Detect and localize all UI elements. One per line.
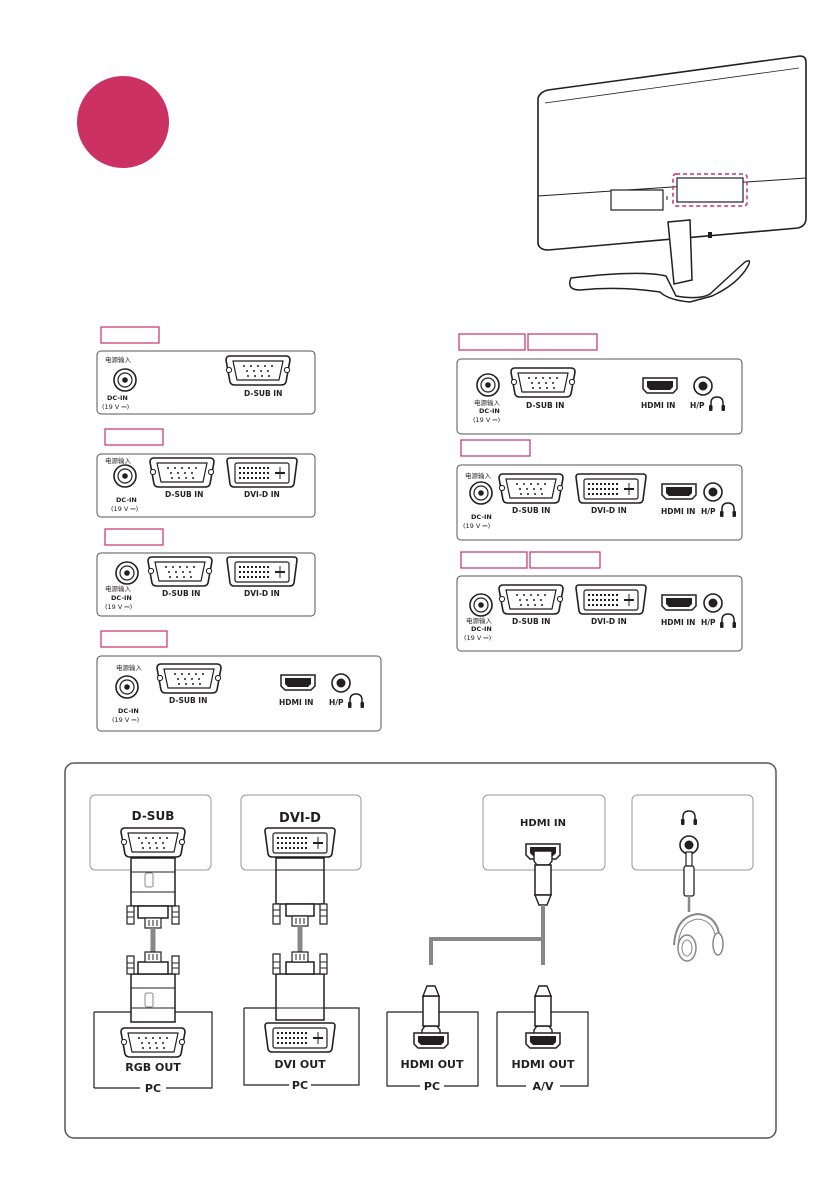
port-panel-p4: 电源输入 DC-IN (19 V ⎓) D-SUB IN HDMI IN H/P (96, 655, 382, 732)
power-label: 电源输入 (465, 471, 492, 480)
port-panel-p2: 电源输入 DC-IN (19 V ⎓) D-SUB IN DVI-D IN (96, 453, 316, 518)
dvi-cable (264, 857, 336, 1053)
dcin-label: DC-IN (111, 594, 132, 602)
hdmi-in-label: HDMI IN (641, 401, 675, 410)
hdmi-in-label: HDMI IN (279, 698, 313, 707)
rgb-out-label: RGB OUT (125, 1061, 181, 1074)
model-tag-p7b (529, 551, 601, 569)
power-label: 电源输入 (466, 616, 493, 625)
hp-label: H/P (329, 698, 344, 707)
power-label: 电源输入 (105, 456, 132, 465)
port-panel-p3: 电源输入 DC-IN (19 V ⎓) D-SUB IN DVI-D IN (96, 552, 316, 617)
model-tag-p7a (460, 551, 528, 569)
voltage-label: (19 V ⎓) (473, 416, 500, 424)
hdmi-in-label: HDMI IN (661, 507, 695, 516)
port-panel-p1: 电源输入 DC-IN (19 V ⎓) D-SUB IN (96, 350, 316, 415)
power-label: 电源输入 (116, 663, 143, 672)
voltage-label: (19 V ⎓) (112, 716, 139, 724)
dsub-cable (120, 857, 186, 1058)
pc-label: PC (145, 1082, 161, 1095)
hp-label: H/P (701, 618, 716, 627)
power-label: 电源输入 (105, 584, 132, 593)
hdmi-cable (413, 850, 561, 1049)
dvi-in-label: DVI-D IN (244, 490, 280, 499)
dsub-in-label: D-SUB IN (526, 401, 564, 410)
model-tag-p4 (100, 630, 168, 648)
av-label: A/V (532, 1080, 554, 1093)
model-tag-p6 (460, 439, 531, 457)
voltage-label: (19 V ⎓) (111, 505, 138, 513)
dcin-label: DC-IN (116, 496, 137, 504)
voltage-label: (19 V ⎓) (463, 522, 490, 530)
dsub-in-label: D-SUB IN (512, 617, 550, 626)
dcin-label: DC-IN (118, 707, 139, 715)
dsub-in-label: D-SUB IN (169, 696, 207, 705)
monitor-dvid-box: DVI-D (240, 794, 362, 871)
pc-label: PC (292, 1079, 308, 1092)
dvid-label: DVI-D (279, 811, 321, 826)
dvi-in-label: DVI-D IN (591, 617, 627, 626)
power-label: 电源输入 (474, 398, 501, 407)
hp-label: H/P (690, 401, 705, 410)
dvi-out-label: DVI OUT (274, 1058, 326, 1071)
port-panel-p5: 电源输入 DC-IN (19 V ⎓) D-SUB IN HDMI IN H/P (456, 358, 743, 435)
dcin-label: DC-IN (479, 407, 500, 415)
dcin-label: DC-IN (471, 513, 492, 521)
dsub-in-label: D-SUB IN (244, 389, 282, 398)
voltage-label: (19 V ⎓) (464, 634, 491, 642)
port-panel-p6: 电源输入 DC-IN (19 V ⎓) D-SUB IN DVI-D IN HD… (456, 464, 743, 541)
hdmi-in-label: HDMI IN (661, 618, 695, 627)
headset-icon (673, 912, 724, 962)
power-label: 电源输入 (105, 355, 132, 364)
model-tag-p3 (104, 528, 164, 546)
voltage-label: (19 V ⎓) (102, 403, 129, 411)
model-tag-p5b (527, 333, 598, 351)
hp-label: H/P (701, 507, 716, 516)
hdmi-in-label: HDMI IN (520, 818, 566, 829)
dsub-in-label: D-SUB IN (512, 506, 550, 515)
dsub-in-label: D-SUB IN (162, 589, 200, 598)
dvi-in-label: DVI-D IN (244, 589, 280, 598)
dvi-in-label: DVI-D IN (591, 506, 627, 515)
dcin-label: DC-IN (107, 394, 128, 402)
model-tag-p5a (458, 333, 526, 351)
monitor-dsub-box: D-SUB (89, 794, 212, 871)
dsub-label: D-SUB (132, 809, 175, 823)
port-panel-p7: 电源输入 DC-IN (19 V ⎓) D-SUB IN DVI-D IN HD… (456, 575, 743, 652)
step-badge (77, 76, 169, 168)
hdmi-out-av-label: HDMI OUT (512, 1058, 575, 1071)
pc-label: PC (424, 1080, 440, 1093)
headphone-plug (683, 851, 695, 912)
model-tag-p2 (104, 428, 164, 446)
monitor-rear-illustration (537, 55, 807, 303)
model-tag-p1 (100, 326, 160, 344)
dcin-label: DC-IN (471, 625, 492, 633)
voltage-label: (19 V ⎓) (105, 603, 132, 611)
dsub-in-label: D-SUB IN (165, 490, 203, 499)
hdmi-out-pc-label: HDMI OUT (401, 1058, 464, 1071)
